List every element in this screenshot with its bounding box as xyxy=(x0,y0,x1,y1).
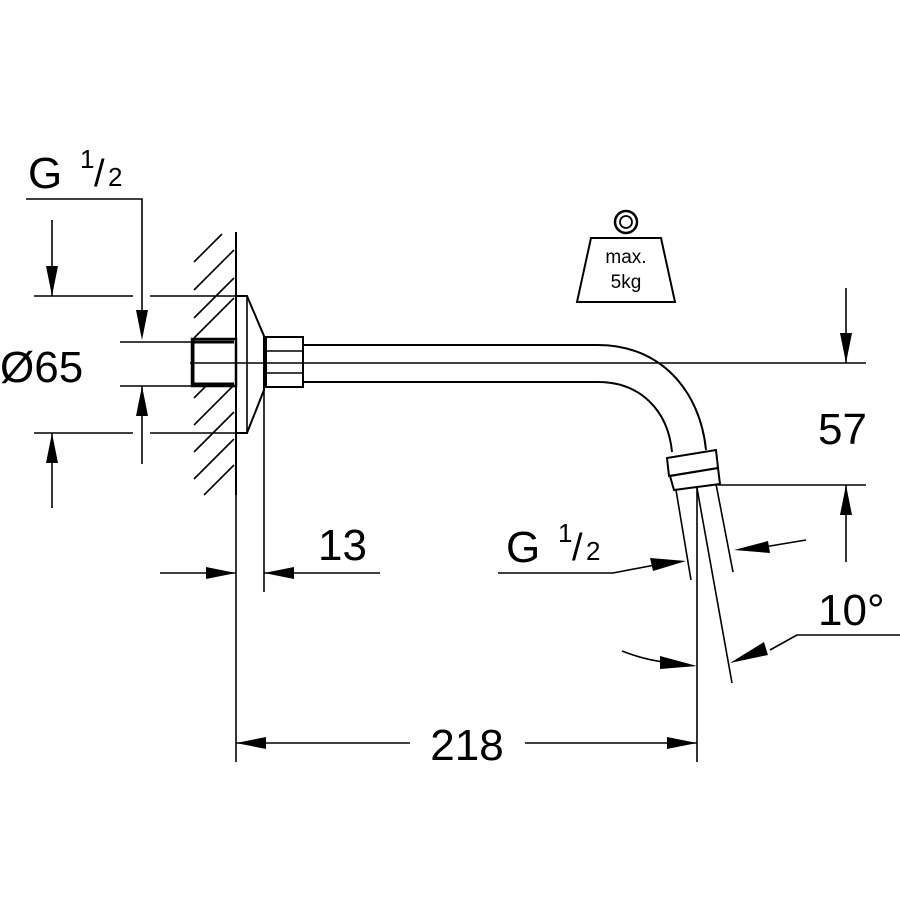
inlet-thread-dimension: G 1 / 2 xyxy=(26,144,148,340)
connection-nut xyxy=(265,336,304,388)
weight-label-max: max. xyxy=(605,247,646,268)
projection-dimension: 218 xyxy=(236,721,697,770)
drop-height-dimension: 57 xyxy=(718,288,867,562)
fraction-slash: / xyxy=(94,153,105,195)
wall-flange xyxy=(236,295,265,592)
max-weight-icon: max. 5kg xyxy=(575,209,677,303)
weight-label-value: 5kg xyxy=(611,272,642,293)
outlet-angle-label: 10° xyxy=(818,586,885,635)
inlet-thread-sub: 2 xyxy=(108,162,122,192)
flange-diameter-label: Ø65 xyxy=(0,343,83,392)
inlet-thread-sup: 1 xyxy=(80,144,94,174)
flange-depth-label: 13 xyxy=(318,521,367,570)
outlet-thread xyxy=(675,483,734,762)
projection-label: 218 xyxy=(430,721,503,770)
fraction-slash: / xyxy=(572,527,583,569)
outlet-thread-dimension: G 1 / 2 xyxy=(498,518,807,574)
inlet-thread-g: G xyxy=(28,149,62,198)
outlet-thread-g: G xyxy=(506,523,540,572)
flange-diameter-dimension: Ø65 xyxy=(0,220,236,508)
shower-arm xyxy=(190,344,866,492)
outlet-thread-sub: 2 xyxy=(586,536,600,566)
drop-height-label: 57 xyxy=(818,405,867,454)
outlet-thread-sup: 1 xyxy=(558,518,572,548)
flange-depth-dimension: 13 xyxy=(160,495,380,762)
outlet-angle-dimension: 10° xyxy=(621,586,900,669)
